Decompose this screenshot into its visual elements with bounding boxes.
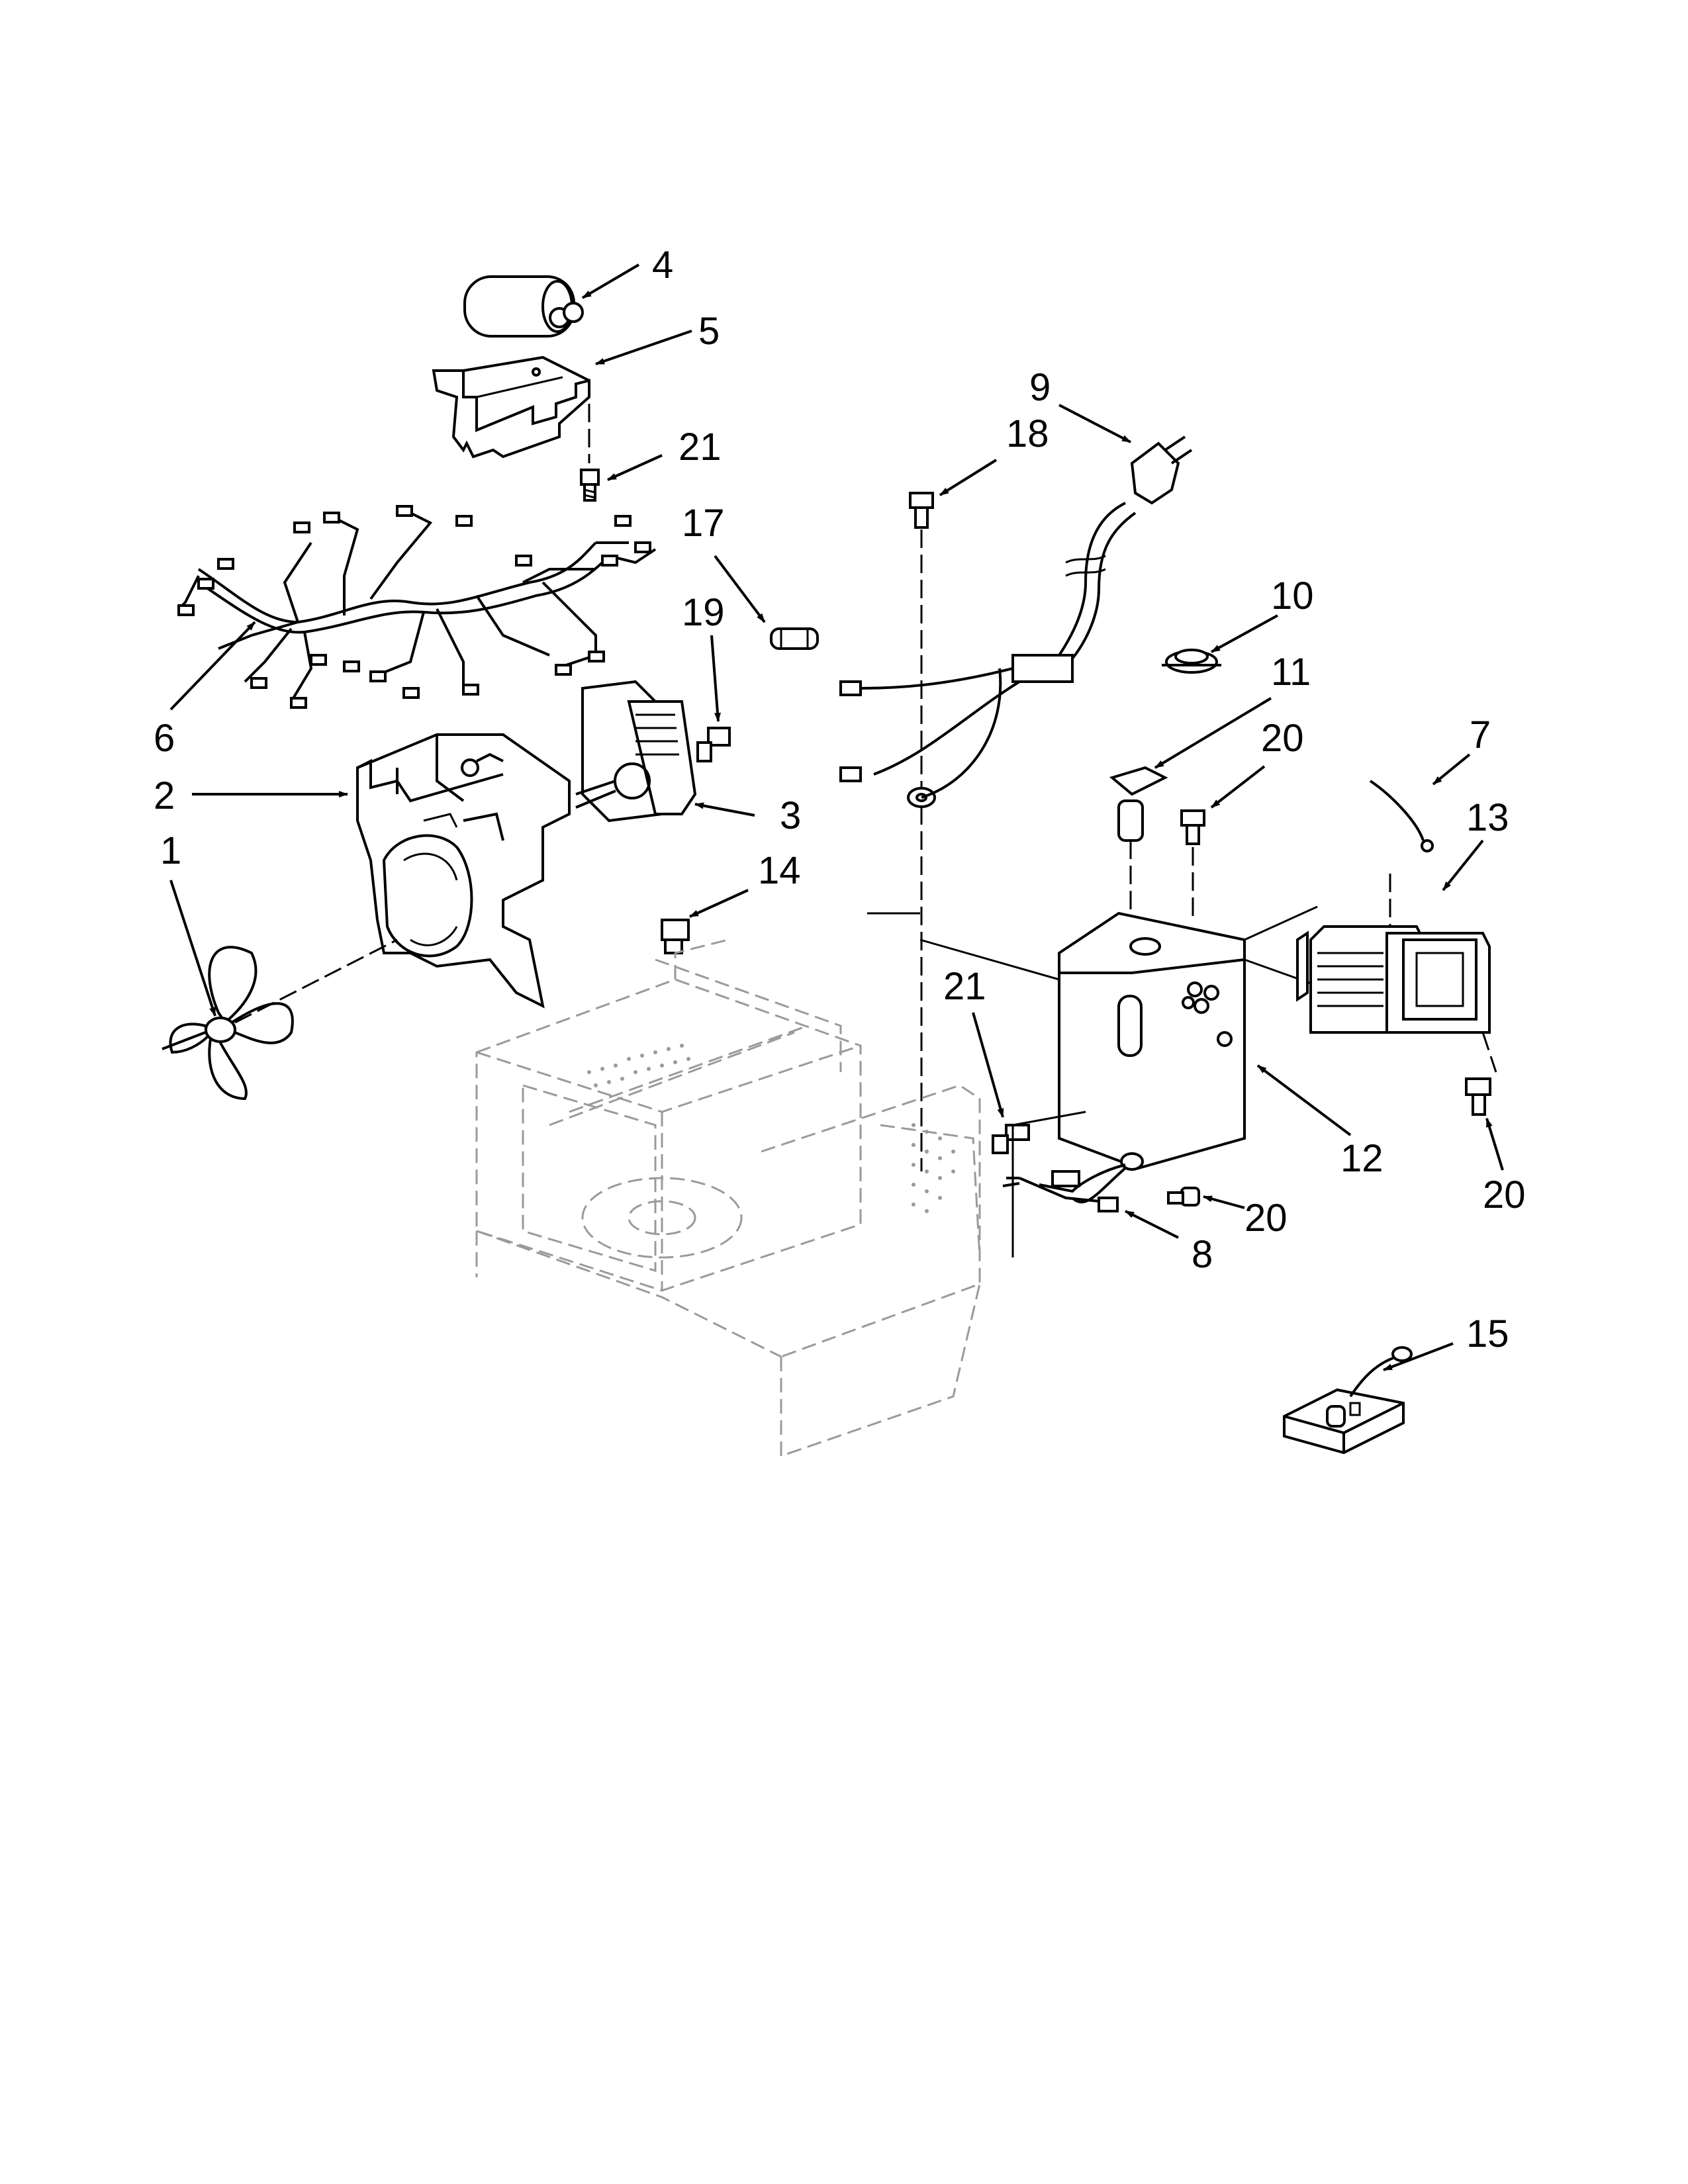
callout-6: 6	[154, 717, 175, 760]
part-transformer	[1296, 874, 1497, 1073]
callout-8: 8	[1192, 1233, 1213, 1276]
callout-15: 15	[1466, 1312, 1509, 1355]
part-fan-blade	[162, 938, 398, 1101]
part-screw-18	[907, 492, 936, 1171]
callout-19: 19	[682, 591, 725, 634]
callout-21-lower: 21	[943, 965, 986, 1008]
callout-3: 3	[780, 794, 801, 837]
callout-4: 4	[652, 244, 673, 287]
part-diode-holder	[1109, 766, 1168, 920]
callout-1: 1	[160, 829, 181, 872]
part-wire-7	[1369, 780, 1434, 852]
part-screw-21-lower	[992, 1124, 1030, 1154]
part-screw-20-right	[1465, 1077, 1491, 1116]
part-screw-19	[696, 727, 731, 762]
callout-20-middle: 20	[1244, 1197, 1288, 1240]
callout-2: 2	[154, 774, 175, 817]
part-thermostat	[1162, 649, 1221, 674]
part-filter-board	[1283, 1346, 1413, 1455]
part-fan-motor	[575, 680, 697, 823]
part-fan-housing	[356, 733, 571, 1009]
callout-17: 17	[682, 502, 725, 545]
callout-14: 14	[758, 849, 801, 892]
callout-5: 5	[698, 310, 720, 353]
callout-leaders	[169, 263, 1504, 1371]
callout-18: 18	[1006, 412, 1049, 455]
part-capacitor-bracket	[432, 355, 590, 463]
part-clip-14	[661, 919, 690, 954]
callout-13: 13	[1466, 796, 1509, 839]
part-capacitor	[463, 275, 584, 338]
part-wire-harness	[177, 505, 657, 709]
callout-12: 12	[1340, 1137, 1383, 1180]
part-cabinet-outline	[475, 938, 981, 1458]
part-screw-20-middle	[1167, 1187, 1200, 1206]
callout-9: 9	[1029, 366, 1051, 409]
callout-labels: 4 5 21 9 18 17 19 6 2 3 1 14 10 11 20 7 …	[154, 244, 1526, 1355]
part-harness-8	[1002, 1111, 1144, 1257]
part-fuse	[770, 627, 819, 650]
callout-20: 20	[1261, 717, 1304, 760]
part-screw-top	[580, 469, 600, 502]
callout-11: 11	[1271, 651, 1311, 694]
callout-20-right: 20	[1483, 1173, 1526, 1216]
callout-10: 10	[1271, 574, 1314, 617]
callout-7: 7	[1470, 713, 1491, 756]
callout-21: 21	[679, 426, 722, 469]
part-screw-20-top	[1180, 809, 1205, 920]
part-mounting-bracket	[867, 905, 1338, 1170]
part-power-cord	[839, 435, 1193, 799]
